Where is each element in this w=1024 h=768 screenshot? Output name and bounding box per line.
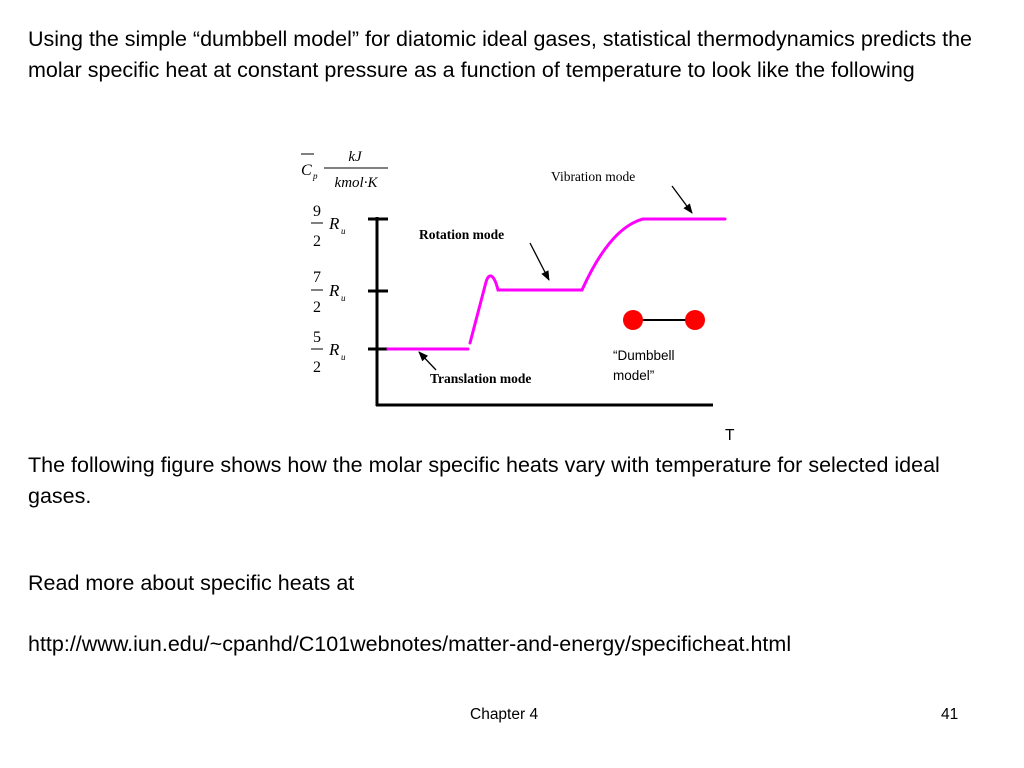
footer-page-number: 41 xyxy=(941,706,959,723)
translation-arrow xyxy=(418,351,437,371)
y-axis-label: C p kJ kmol·K xyxy=(301,149,388,191)
tick-subscript: u xyxy=(341,226,346,236)
tick-subscript: u xyxy=(341,293,346,303)
rotation-arrow xyxy=(529,242,550,281)
tick-numerator: 9 xyxy=(313,203,321,220)
cp-curve xyxy=(386,217,727,351)
tick-numerator: 5 xyxy=(313,329,321,346)
intro-paragraph: Using the simple “dumbbell model” for di… xyxy=(28,27,973,82)
tick-subscript: u xyxy=(341,352,346,362)
unit-numerator: kJ xyxy=(348,149,363,165)
dumbbell-atom-right xyxy=(685,310,705,330)
cp-symbol: C xyxy=(301,162,312,179)
y-tick-label-9-2: 9 2 R u xyxy=(311,203,346,250)
tick-denominator: 2 xyxy=(313,299,321,316)
tick-symbol: R xyxy=(328,340,340,359)
vibration-arrow xyxy=(671,185,693,214)
specific-heat-url-link[interactable]: http://www.iun.edu/~cpanhd/C101webnotes/… xyxy=(28,632,792,656)
read-more-paragraph: Read more about specific heats at xyxy=(28,571,355,595)
translation-mode-label: Translation mode xyxy=(430,371,531,386)
y-tick-label-7-2: 7 2 R u xyxy=(311,269,346,316)
figure-intro-paragraph: The following figure shows how the molar… xyxy=(28,453,940,508)
dumbbell-atom-left xyxy=(623,310,643,330)
cp-subscript: p xyxy=(312,171,318,181)
tick-numerator: 7 xyxy=(313,269,321,286)
footer-chapter: Chapter 4 xyxy=(470,706,539,723)
tick-denominator: 2 xyxy=(313,359,321,376)
dumbbell-caption-line2: model” xyxy=(613,368,654,383)
rotation-mode-label: Rotation mode xyxy=(419,227,504,242)
vibration-mode-label: Vibration mode xyxy=(551,169,635,184)
unit-denominator: kmol·K xyxy=(335,175,379,191)
tick-symbol: R xyxy=(328,214,340,233)
y-tick-label-5-2: 5 2 R u xyxy=(311,329,346,376)
x-axis-label: T xyxy=(725,427,735,444)
dumbbell-caption-line1: “Dumbbell xyxy=(613,348,675,363)
tick-denominator: 2 xyxy=(313,233,321,250)
tick-symbol: R xyxy=(328,281,340,300)
